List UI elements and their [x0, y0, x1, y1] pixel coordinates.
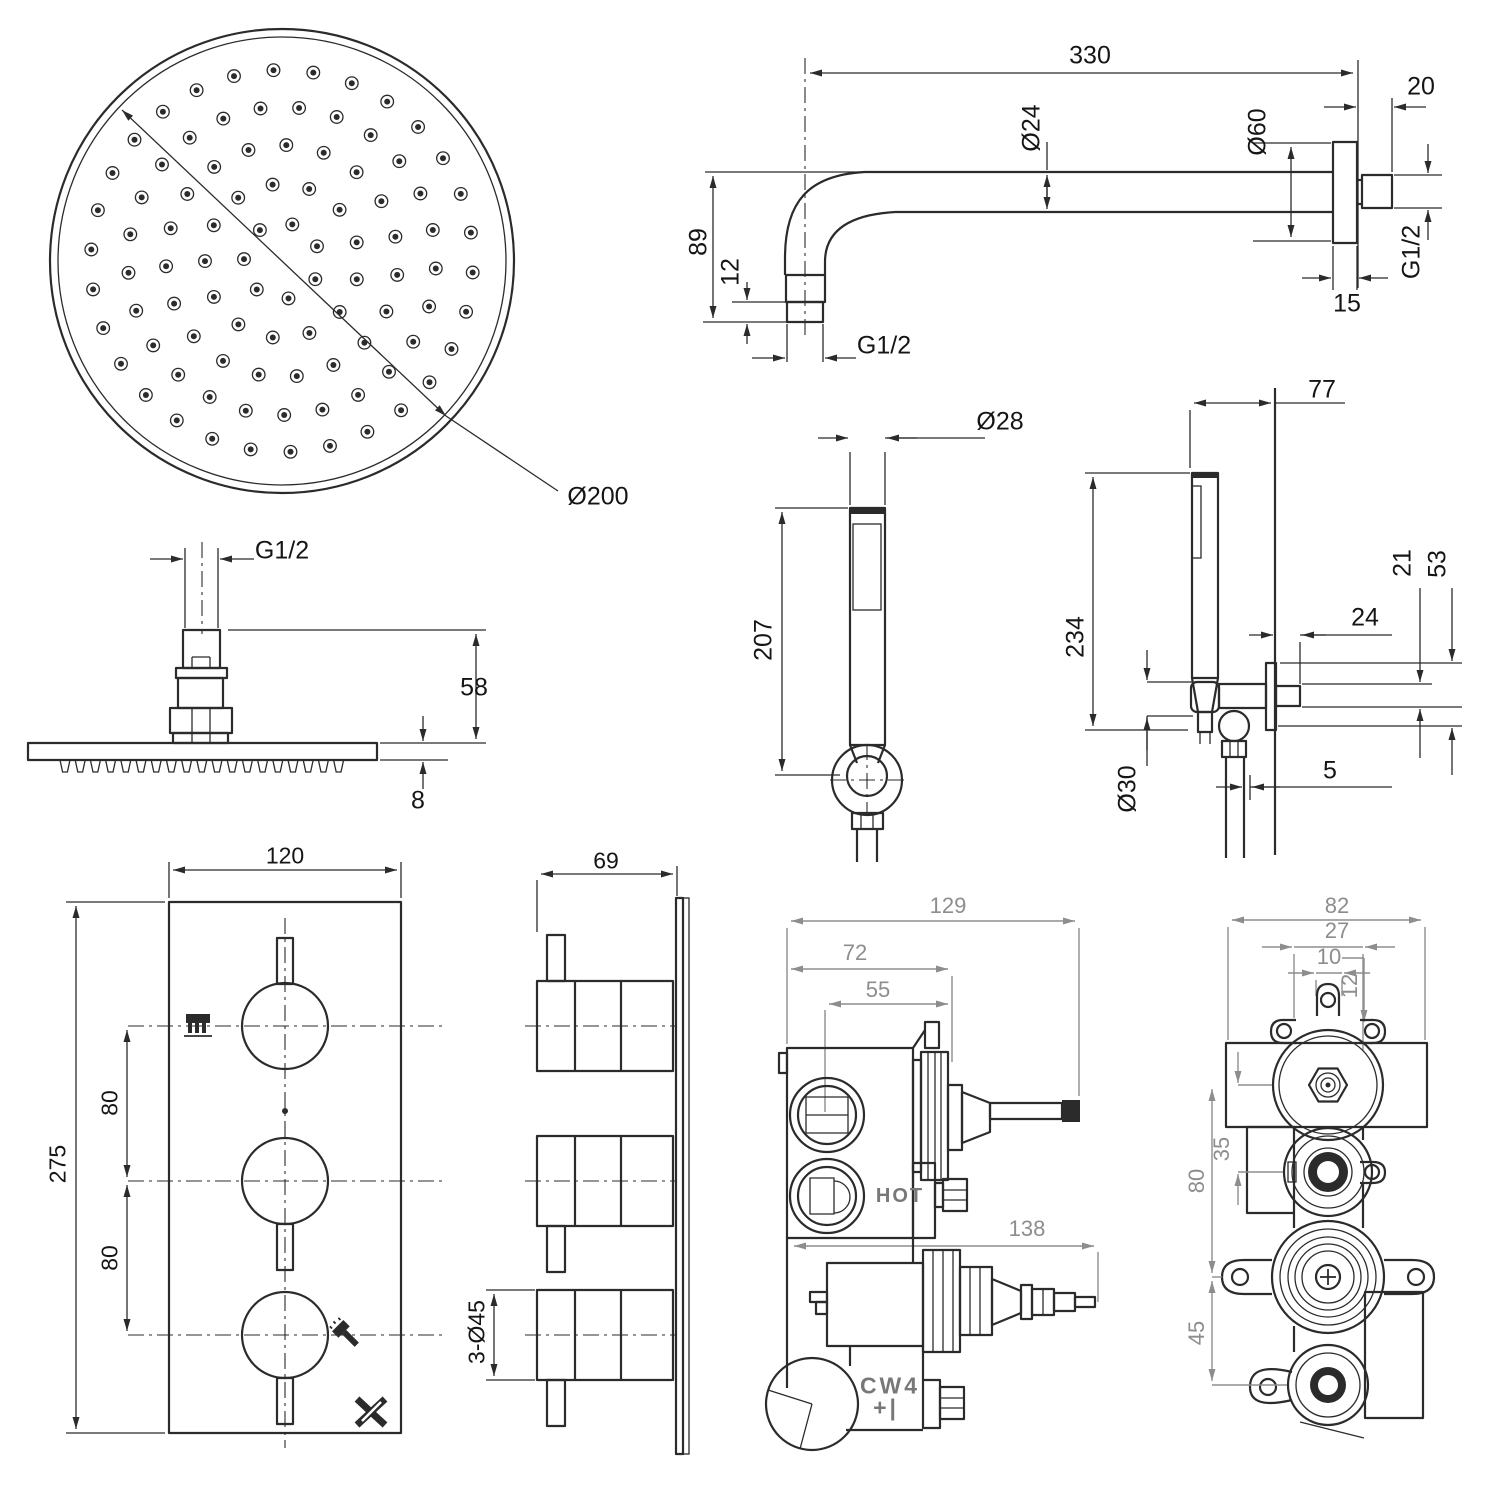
dim-valvefront-pitch-top: 80: [96, 1090, 123, 1116]
dim-holder-length: 234: [1061, 616, 1090, 658]
dim-head-diameter: Ø200: [567, 482, 629, 511]
dim-holder-plate-h: 53: [1423, 550, 1452, 578]
handshower-icon: [329, 1317, 359, 1347]
view-handshower-holder: [1085, 388, 1462, 858]
dim-arm-thread-wall: G1/2: [1397, 224, 1426, 280]
dim-valveside-knob-dia: 3-Ø45: [463, 1300, 490, 1364]
label-cw4: CW4: [859, 1372, 921, 1399]
dim-valvefront-width: 120: [265, 842, 305, 869]
dim-body-72: 72: [842, 940, 868, 965]
label-hot: HOT: [875, 1185, 925, 1207]
dim-valveside-depth: 69: [593, 847, 619, 874]
dim-body-55: 55: [865, 977, 891, 1002]
dim-roughin-12: 12: [1337, 973, 1362, 999]
dim-roughin-80: 80: [1184, 1168, 1209, 1194]
dim-holder-bracket-h: 21: [1388, 549, 1417, 577]
dim-roughin-82: 82: [1324, 893, 1350, 918]
dim-valvefront-height: 275: [44, 1144, 71, 1184]
dim-holder-gap: 5: [1323, 756, 1337, 785]
dim-arm-thread-len: 12: [716, 258, 745, 286]
dim-handshower-length: 207: [749, 619, 778, 661]
dim-roughin-35: 35: [1209, 1136, 1234, 1162]
label-plus-mark: +|: [873, 1394, 899, 1421]
dim-headside-thread: G1/2: [254, 536, 310, 565]
dim-holder-stem-depth: 24: [1351, 603, 1379, 632]
dim-roughin-45: 45: [1184, 1320, 1209, 1346]
view-valve-front: [66, 862, 442, 1448]
dim-valvefront-pitch-bottom: 80: [96, 1245, 123, 1271]
view-handshower: [775, 434, 985, 862]
dim-headside-height: 58: [460, 673, 488, 702]
view-rough-in: [1208, 916, 1436, 1439]
view-valve-side: [486, 866, 690, 1456]
dim-arm-length: 330: [1069, 41, 1111, 70]
view-valve-body: [764, 917, 1099, 1452]
dim-holder-depth: 77: [1308, 375, 1336, 404]
dim-body-129: 129: [929, 893, 967, 918]
brand-x-icon: [354, 1396, 388, 1428]
view-head-face: [48, 27, 559, 495]
view-shower-arm: [703, 58, 1442, 362]
dim-arm-drop-height: 89: [684, 228, 713, 256]
view-head-side: [26, 542, 486, 789]
dim-arm-thread-bottom: G1/2: [856, 331, 912, 360]
diameter-arrow: [121, 109, 559, 492]
dim-handshower-dia: Ø28: [976, 407, 1024, 436]
dim-arm-tube-dia: Ø24: [1017, 104, 1046, 152]
dim-headside-thickness: 8: [411, 786, 425, 815]
dim-roughin-27: 27: [1324, 918, 1350, 943]
dim-arm-flange-dia: Ø60: [1243, 108, 1272, 156]
dim-holder-ring-dia: Ø30: [1113, 765, 1142, 813]
dim-arm-flange-thk: 15: [1333, 289, 1361, 318]
dim-body-138: 138: [1008, 1216, 1046, 1241]
temperature-icon: [184, 1014, 212, 1037]
dim-roughin-10: 10: [1316, 944, 1342, 969]
dim-arm-flange-offset: 20: [1407, 72, 1435, 101]
